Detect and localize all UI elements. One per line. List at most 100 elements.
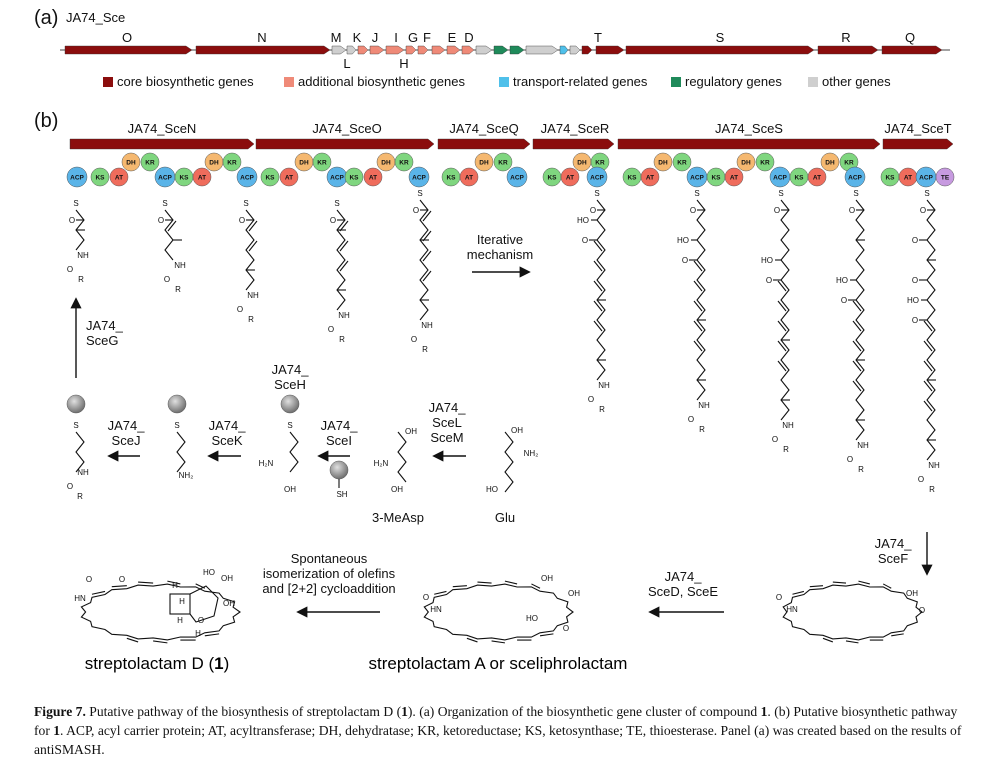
- enzyme-label-line: JA74_: [272, 362, 310, 377]
- hydrogen-label: H: [172, 581, 178, 590]
- double-bond: [531, 583, 541, 589]
- amide-o: O: [237, 305, 243, 314]
- amide-o: O: [164, 275, 170, 284]
- module-label: JA74_SceN: [128, 121, 197, 136]
- hydroxyl-label: HO: [203, 568, 215, 577]
- streptolactam-a-ring: [423, 583, 574, 641]
- enzyme-label-line: SceJ: [112, 433, 141, 448]
- enzyme-label: JA74_SceI: [321, 418, 359, 448]
- gene-label-top: J: [372, 30, 379, 45]
- chain-backbone: [696, 199, 706, 401]
- ks-domain: [90, 167, 110, 187]
- gene-arrow: [595, 45, 625, 55]
- product-d-label: streptolactam D (1): [85, 654, 230, 673]
- hydroxyl-label: HO: [907, 296, 919, 305]
- lactam-nh: HN: [74, 594, 86, 603]
- acp-domain-label: ACP: [240, 175, 254, 182]
- chain-backbone: [855, 199, 865, 441]
- acp-domain-label: ACP: [919, 175, 933, 182]
- ks-domain-label: KS: [711, 175, 721, 182]
- carrier-ball: [66, 394, 86, 414]
- amide-nh: NH: [598, 381, 610, 390]
- acp-domain: [844, 166, 866, 188]
- ks-domain-label: KS: [95, 175, 105, 182]
- thioester-oxo: O: [920, 206, 926, 215]
- oxo-label: O: [766, 276, 772, 285]
- amide-o: O: [67, 482, 73, 491]
- double-bond: [593, 280, 603, 292]
- acp-domain: [506, 166, 528, 188]
- amine-label: H₂N: [374, 459, 389, 468]
- amide-r: R: [77, 492, 83, 501]
- kr-domain: [140, 152, 160, 172]
- chain-backbone: [176, 431, 186, 473]
- amide-r: R: [858, 465, 864, 474]
- streptolactam-d-ring: [80, 583, 241, 641]
- kr-domain: [222, 152, 242, 172]
- lactam-o: O: [423, 593, 429, 602]
- gene-label-top: O: [122, 30, 132, 45]
- amide-nh: NH: [338, 311, 350, 320]
- hydroxyl-label: HO: [836, 276, 848, 285]
- gene-arrow: [346, 45, 357, 55]
- amide-r: R: [783, 445, 789, 454]
- dh-domain-label: DH: [741, 160, 751, 167]
- sulfur-label: S: [162, 199, 167, 208]
- panel-a-label: (a): [34, 7, 58, 29]
- kr-domain: [493, 152, 513, 172]
- dh-domain: [820, 152, 840, 172]
- amide-r: R: [929, 485, 935, 494]
- hydroxyl-label: OH: [223, 599, 235, 608]
- double-bond: [167, 580, 181, 585]
- kr-domain: [312, 152, 332, 172]
- kr-domain-label: KR: [399, 160, 409, 167]
- gene-arrow: [493, 45, 509, 55]
- double-bond: [593, 300, 603, 312]
- gene-arrow: [64, 45, 193, 55]
- sulfur-label: S: [73, 199, 78, 208]
- amide-nh: NH: [247, 291, 259, 300]
- legend-label: core biosynthetic genes: [117, 74, 254, 89]
- gene-label-top: S: [716, 30, 725, 45]
- gene-label-top: M: [331, 30, 342, 45]
- chain-backbone: [75, 431, 85, 473]
- amide-r: R: [699, 425, 705, 434]
- double-bond: [91, 590, 106, 595]
- module-bar: [69, 138, 255, 150]
- amide-o: O: [411, 335, 417, 344]
- gene-label-top: T: [594, 30, 602, 45]
- dh-domain-label: DH: [126, 160, 136, 167]
- double-bond: [153, 640, 168, 644]
- double-bond: [923, 340, 933, 352]
- carboxyl-label: OH: [284, 485, 296, 494]
- enzyme-label-line: JA74_: [321, 418, 359, 433]
- amide-r: R: [599, 405, 605, 414]
- enzyme-label-line: SceH: [274, 377, 306, 392]
- double-bond: [777, 300, 787, 312]
- sulfur-label: S: [417, 189, 422, 198]
- double-bond: [693, 340, 703, 352]
- amide-r: R: [175, 285, 181, 294]
- double-bond: [923, 320, 933, 332]
- chain-backbone: [289, 431, 299, 473]
- sulfur-label: S: [694, 189, 699, 198]
- carrier-ball: [280, 394, 300, 414]
- module-label: JA74_SceR: [541, 121, 610, 136]
- kr-domain-label: KR: [145, 160, 155, 167]
- double-bond: [822, 637, 834, 643]
- gene-arrow: [569, 45, 581, 55]
- acp-domain-label: ACP: [773, 175, 787, 182]
- double-bond: [852, 300, 862, 312]
- at-domain: [109, 167, 129, 187]
- cyclohexane-ring: [189, 585, 219, 623]
- acp-domain-label: ACP: [412, 175, 426, 182]
- double-bond: [593, 320, 603, 332]
- amide-o: O: [588, 395, 594, 404]
- sulfur-label: S: [924, 189, 929, 198]
- module-label: JA74_SceS: [715, 121, 783, 136]
- kr-domain-label: KR: [498, 160, 508, 167]
- at-domain: [724, 167, 744, 187]
- dh-domain: [736, 152, 756, 172]
- at-domain-label: AT: [730, 175, 738, 182]
- legend-label: other genes: [822, 74, 891, 89]
